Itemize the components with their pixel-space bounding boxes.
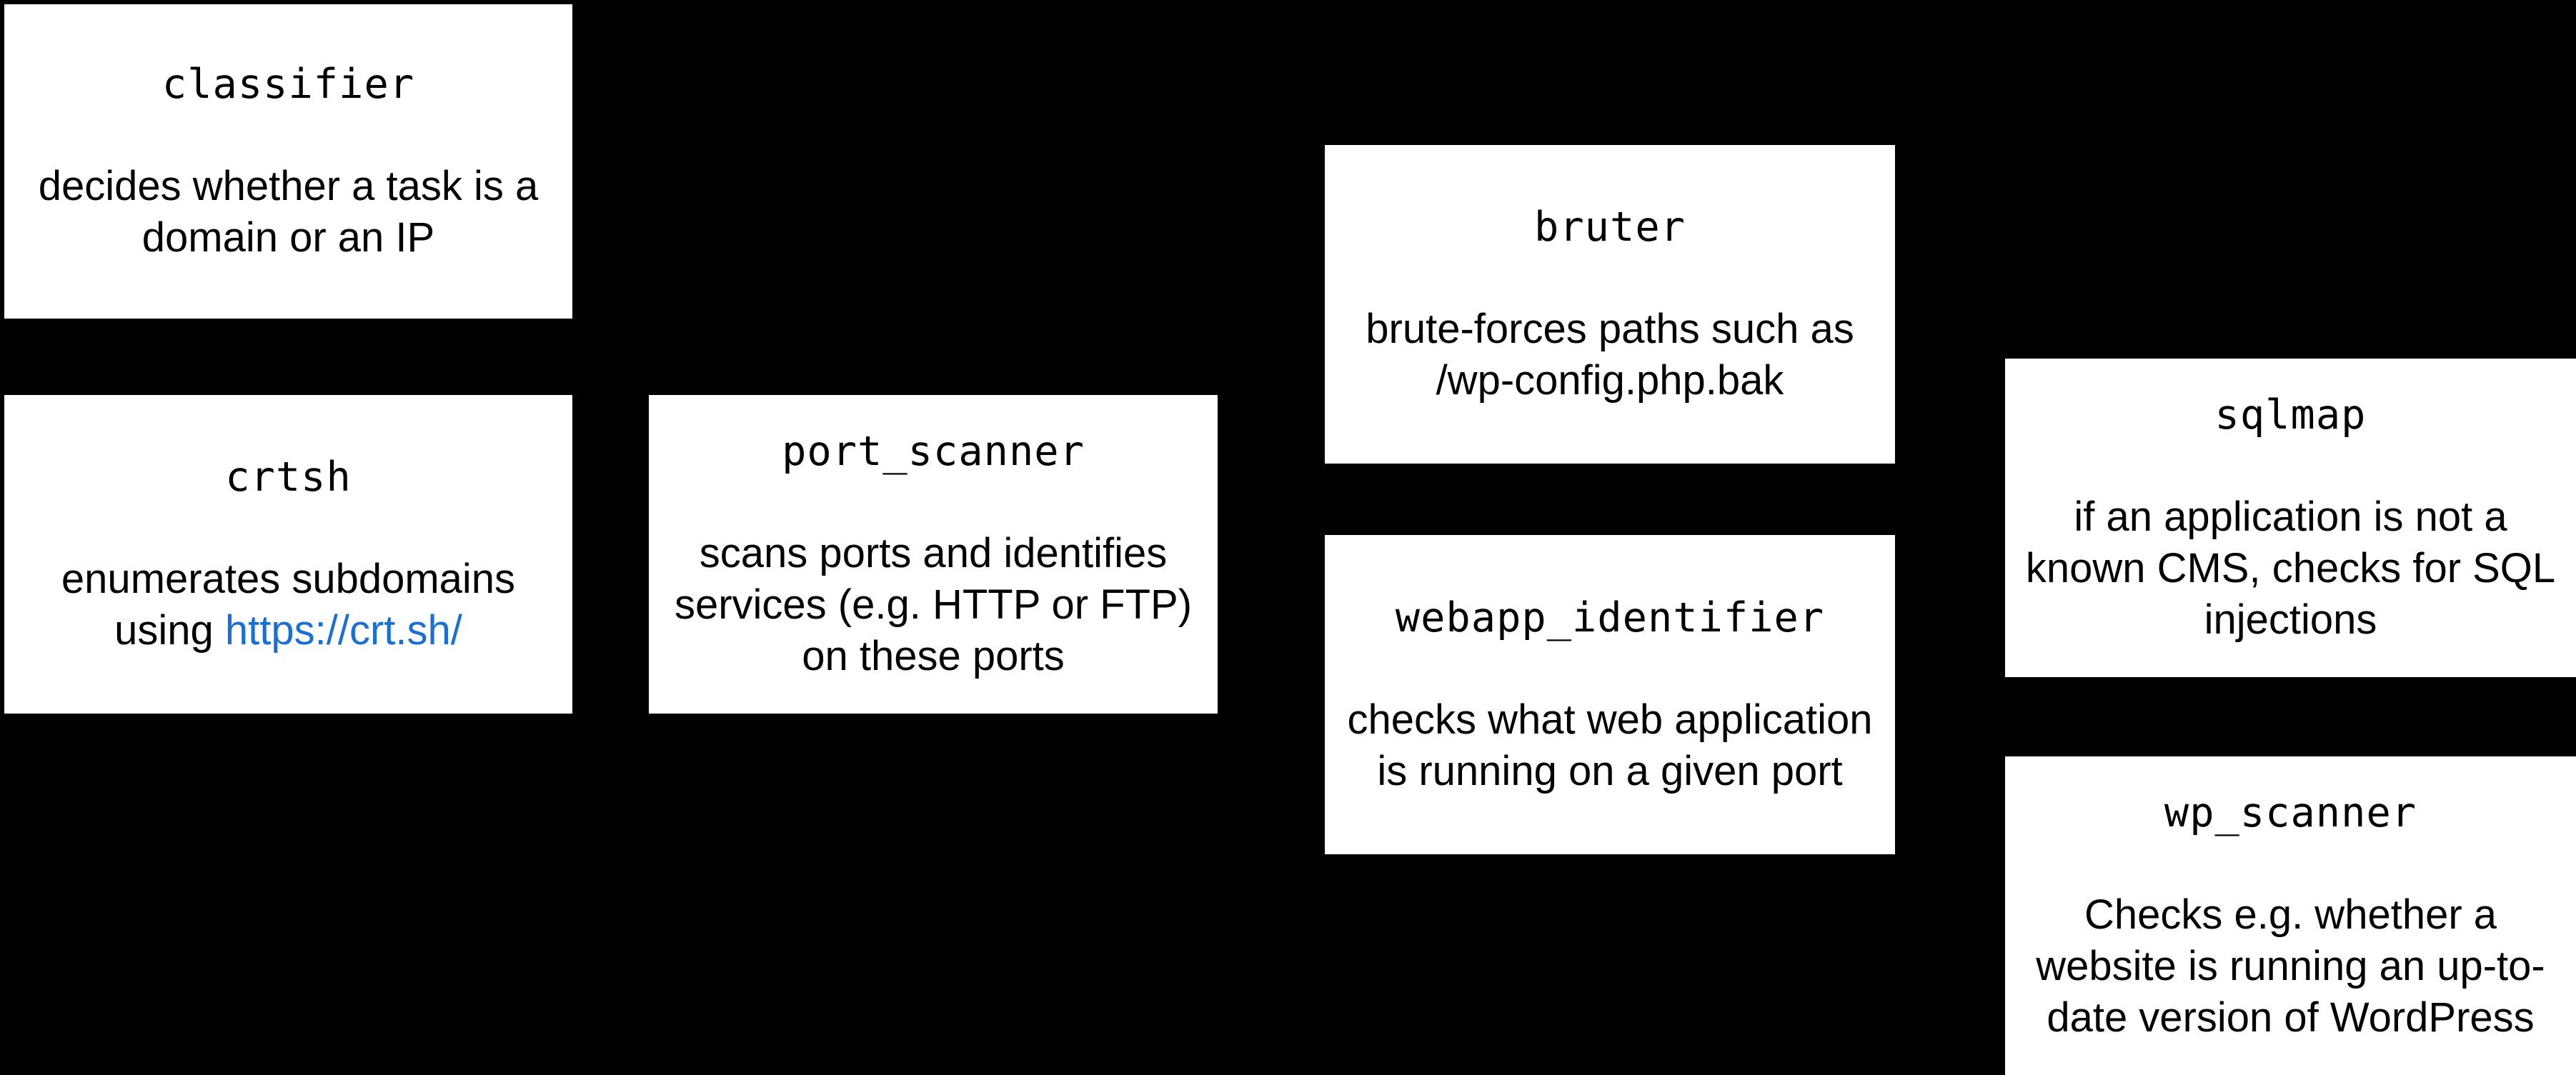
description-text: /wp-config.php.bak [1436, 357, 1784, 404]
tool-description: brute-forces paths such as/wp-config.php… [1366, 304, 1854, 406]
tool-title: sqlmap [2214, 391, 2367, 439]
tool-box-wp-scanner: wp_scanner Checks e.g. whether a website … [2005, 756, 2576, 1075]
tool-title: webapp_identifier [1395, 594, 1825, 641]
description-line: enumerates subdomains [61, 554, 515, 605]
description-text: scans ports and identifies [699, 530, 1168, 576]
description-line: /wp-config.php.bak [1366, 355, 1854, 406]
description-line: known CMS, checks for SQL [2026, 543, 2555, 594]
tool-title: crtsh [225, 454, 352, 501]
description-line: using https://crt.sh/ [61, 605, 515, 656]
description-line: if an application is not a [2026, 491, 2555, 543]
tool-description: Checks e.g. whether a website is running … [2036, 889, 2545, 1044]
tool-box-classifier: classifier decides whether a task is a do… [4, 4, 572, 319]
description-text: known CMS, checks for SQL [2025, 545, 2556, 591]
tool-title: port_scanner [782, 428, 1085, 475]
tool-box-sqlmap: sqlmap if an application is not a known C… [2005, 359, 2576, 677]
description-text: brute-forces paths such as [1366, 306, 1854, 352]
description-text: enumerates subdomains [61, 556, 516, 602]
description-text: using [114, 607, 225, 654]
tool-description: scans ports and identifies services (e.g.… [675, 528, 1192, 682]
description-line: brute-forces paths such as [1366, 304, 1854, 355]
description-text: is running on a given port [1377, 747, 1843, 794]
description-text: Checks e.g. whether a [2084, 891, 2497, 938]
crt-sh-link[interactable]: https://crt.sh/ [224, 607, 462, 654]
description-line: checks what web application [1347, 694, 1872, 746]
tool-description: decides whether a task is a domain or an … [39, 161, 539, 264]
description-line: on these ports [675, 631, 1192, 682]
tool-box-webapp-identifier: webapp_identifier checks what web applic… [1325, 535, 1895, 854]
description-text: services (e.g. HTTP or FTP) [674, 581, 1193, 628]
tool-title: bruter [1534, 204, 1686, 251]
description-line: services (e.g. HTTP or FTP) [675, 579, 1192, 631]
description-text: decides whether a task is a [38, 163, 539, 209]
description-line: website is running an up-to- [2036, 941, 2545, 992]
tool-title: wp_scanner [2164, 789, 2417, 836]
tool-description: if an application is not a known CMS, che… [2026, 491, 2555, 646]
description-text: on these ports [802, 633, 1065, 679]
description-text: date version of WordPress [2047, 994, 2535, 1041]
description-text: checks what web application [1347, 696, 1873, 743]
description-line: date version of WordPress [2036, 992, 2545, 1044]
description-text: injections [2204, 596, 2377, 643]
description-line: is running on a given port [1347, 746, 1872, 797]
description-text: if an application is not a [2074, 494, 2507, 540]
description-line: scans ports and identifies [675, 528, 1192, 579]
description-line: injections [2026, 594, 2555, 646]
tool-box-bruter: bruter brute-forces paths such as/wp-con… [1325, 145, 1895, 464]
description-text: website is running an up-to- [2036, 943, 2545, 989]
description-line: domain or an IP [39, 212, 539, 264]
tool-title: classifier [161, 61, 415, 108]
description-text: domain or an IP [141, 214, 435, 261]
description-line: Checks e.g. whether a [2036, 889, 2545, 941]
description-line: decides whether a task is a [39, 161, 539, 212]
